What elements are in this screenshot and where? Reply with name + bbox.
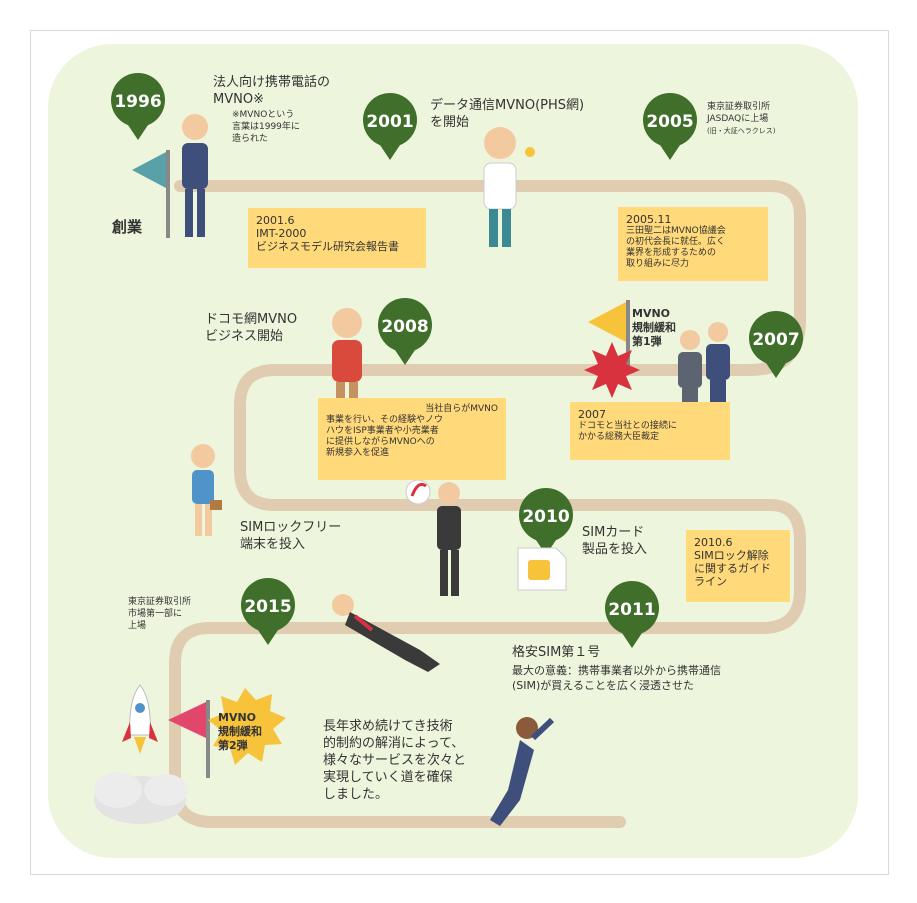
- pin-2010: [519, 488, 573, 555]
- presenter-icon: [405, 479, 461, 596]
- year-1996: 1996: [114, 92, 161, 112]
- note-2001-6-date: 2001.6: [256, 214, 295, 227]
- pin-2005: [643, 93, 697, 160]
- text-2010-line2: 製品を投入: [582, 542, 648, 557]
- closing-line2: 的制約の解消によって、: [323, 736, 465, 751]
- mvno1-line2: 規制緩和: [632, 321, 676, 334]
- note-2008-line3: ハウをISP事業者や小売業者: [326, 426, 439, 436]
- closing-line3: 様々なサービスを次々と: [323, 753, 467, 768]
- note-2001-6-line2: ビジネスモデル研究会報告書: [256, 240, 399, 253]
- year-2005: 2005: [646, 112, 693, 132]
- simlockfree-line1: SIMロックフリー: [240, 520, 342, 535]
- text-2011-line2: (SIM)が買えることを広く浸透させた: [512, 679, 694, 692]
- closing-line5: しました。: [323, 787, 389, 802]
- note-2005-11-line1: 三田聖二はMVNO協議会: [626, 226, 726, 236]
- person-2008-icon: [332, 308, 362, 412]
- note-2005-11-line3: 業界を形成するための: [626, 248, 717, 258]
- year-2011: 2011: [608, 600, 655, 620]
- note-1996-line1: ※MVNOという: [232, 110, 295, 120]
- text-2005-line3: (旧・大証ヘラクレス): [707, 127, 776, 135]
- mvno1-line3: 第1弾: [632, 335, 662, 348]
- text-2011-line1: 最大の意義：携帯事業者以外から携帯通信: [512, 664, 721, 677]
- text-2015-line1: 東京証券取引所: [128, 597, 192, 607]
- note-2001-6-line1: IMT-2000: [256, 227, 307, 240]
- burst-icon: [584, 342, 640, 398]
- note-2010-6-date: 2010.6: [694, 536, 733, 549]
- flag-teal-icon: [132, 150, 170, 238]
- title-2001-line2: を開始: [430, 115, 470, 130]
- note-2008-line2: 事業を行い、その経験やノウ: [326, 415, 444, 425]
- title-2001-line1: データ通信MVNO(PHS網): [430, 98, 585, 113]
- text-2015-line3: 上場: [128, 621, 147, 631]
- flying-woman-icon: [490, 717, 555, 826]
- sim-card-icon: [517, 547, 567, 591]
- note-1996-line2: 言葉は1999年に: [232, 122, 300, 132]
- note-2007-date: 2007: [578, 408, 606, 421]
- note-2007: 2007 ドコモと当社との接続に かかる総務大臣裁定: [570, 402, 730, 460]
- note-2008-line1: 当社自らがMVNO: [425, 404, 498, 414]
- pin-2008: [378, 298, 432, 365]
- mvno2-line3: 第2弾: [218, 739, 248, 752]
- pin-1996: [111, 73, 165, 140]
- simlockfree-line2: 端末を投入: [240, 537, 306, 552]
- note-2005-11-line4: 取り組みに尽力: [626, 259, 690, 269]
- note-2010-6-line1: SIMロック解除: [694, 549, 769, 562]
- title-1996-line2: MVNO※: [213, 92, 264, 107]
- mvno2-line1: MVNO: [218, 711, 257, 724]
- pin-2001: [363, 93, 417, 160]
- note-2005-11-line2: の初代会長に就任。広く: [626, 237, 726, 247]
- closing-line1: 長年求め続けてき技術: [323, 719, 453, 734]
- text-2005-line1: 東京証券取引所: [707, 102, 771, 112]
- year-2008: 2008: [381, 317, 428, 337]
- year-2015: 2015: [244, 597, 291, 617]
- year-2001: 2001: [366, 112, 413, 132]
- text-2005-line2: JASDAQに上場: [707, 114, 769, 124]
- note-2010-6-line3: ライン: [694, 575, 727, 588]
- flag-pink-icon: [168, 700, 210, 778]
- note-2001-6: 2001.6 IMT-2000 ビジネスモデル研究会報告書: [248, 208, 426, 268]
- note-2007-line2: かかる総務大臣裁定: [578, 432, 660, 442]
- closing-line4: 実現していく道を確保: [323, 770, 453, 785]
- year-2010: 2010: [522, 507, 569, 527]
- note-1996-line3: 造られた: [232, 134, 269, 144]
- mvno1-line1: MVNO: [632, 307, 671, 320]
- note-2010-6: 2010.6 SIMロック解除 に関するガイド ライン: [686, 530, 790, 602]
- title-2011: 格安SIM第１号: [512, 645, 601, 660]
- note-2007-line1: ドコモと当社との接続に: [578, 421, 677, 431]
- note-2010-6-line2: に関するガイド: [694, 562, 771, 575]
- note-2008-line5: 新規参入を促進: [326, 448, 390, 458]
- text-2010-line1: SIMカード: [582, 525, 645, 540]
- mvno2-line2: 規制緩和: [218, 725, 262, 738]
- note-2005-11-date: 2005.11: [626, 213, 672, 226]
- title-2008-line2: ビジネス開始: [205, 329, 284, 344]
- text-2015-line2: 市場第一部に: [128, 609, 183, 619]
- person-1996-icon: [182, 114, 208, 237]
- flying-man-icon: [332, 594, 440, 672]
- note-2008: 当社自らがMVNO 事業を行い、その経験やノウ ハウをISP事業者や小売業者 に…: [318, 398, 506, 480]
- title-1996-line1: 法人向け携帯電話の: [213, 75, 331, 90]
- rocket-icon: [94, 684, 188, 824]
- flag-yellow-icon: [588, 300, 630, 372]
- pin-2007: [749, 311, 803, 378]
- person-2001-icon: [483, 127, 535, 247]
- burst-yellow-icon: [208, 688, 286, 765]
- pin-2011: [605, 581, 659, 648]
- year-2007: 2007: [752, 330, 799, 350]
- note-2005-11: 2005.11 三田聖二はMVNO協議会 の初代会長に就任。広く 業界を形成する…: [618, 207, 768, 281]
- title-2008-line1: ドコモ網MVNO: [205, 312, 298, 327]
- woman-icon: [191, 444, 222, 536]
- note-2008-line4: に提供しながらMVNOへの: [326, 437, 435, 447]
- pin-2015: [241, 578, 295, 645]
- founding-label: 創業: [112, 218, 143, 236]
